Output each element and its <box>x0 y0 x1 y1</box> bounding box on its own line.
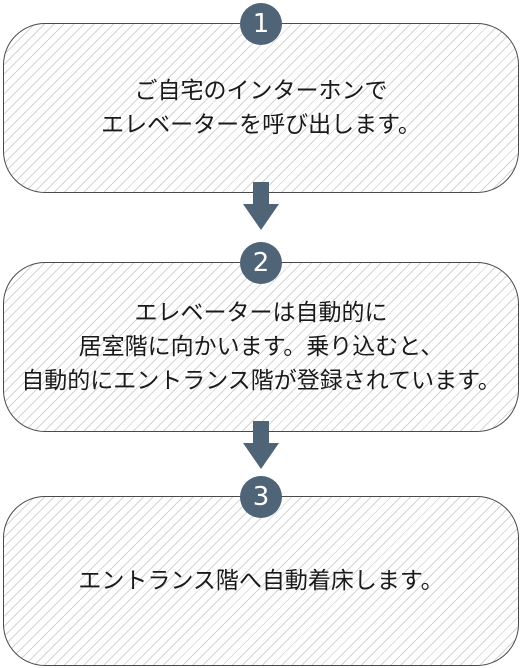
step-1-number-badge: 1 <box>240 3 282 45</box>
step-3-box: エントランス階へ自動着床します。 <box>3 496 519 666</box>
step-2-box: エレベーターは自動的に 居室階に向かいます。乗り込むと、 自動的にエントランス階… <box>3 262 519 432</box>
step-1-box: ご自宅のインターホンで エレベーターを呼び出します。 <box>3 23 519 193</box>
step-2-line-3: 自動的にエントランス階が登録されています。 <box>21 368 501 394</box>
step-1-line-1: ご自宅のインターホンで <box>134 78 388 104</box>
step-1-line-2: エレベーターを呼び出します。 <box>101 112 421 138</box>
step-3-line-1: エントランス階へ自動着床します。 <box>78 568 444 594</box>
step-3-number-badge: 3 <box>240 476 282 518</box>
step-2-line-2: 居室階に向かいます。乗り込むと、 <box>78 334 444 360</box>
step-2-text: エレベーターは自動的に 居室階に向かいます。乗り込むと、 自動的にエントランス階… <box>21 296 501 398</box>
step-2-number-badge: 2 <box>240 242 282 284</box>
down-arrow-icon <box>243 182 279 230</box>
step-3-text: エントランス階へ自動着床します。 <box>78 564 443 598</box>
down-arrow-icon <box>243 421 279 469</box>
step-1-text: ご自宅のインターホンで エレベーターを呼び出します。 <box>101 74 421 142</box>
step-2-line-1: エレベーターは自動的に <box>134 300 388 326</box>
